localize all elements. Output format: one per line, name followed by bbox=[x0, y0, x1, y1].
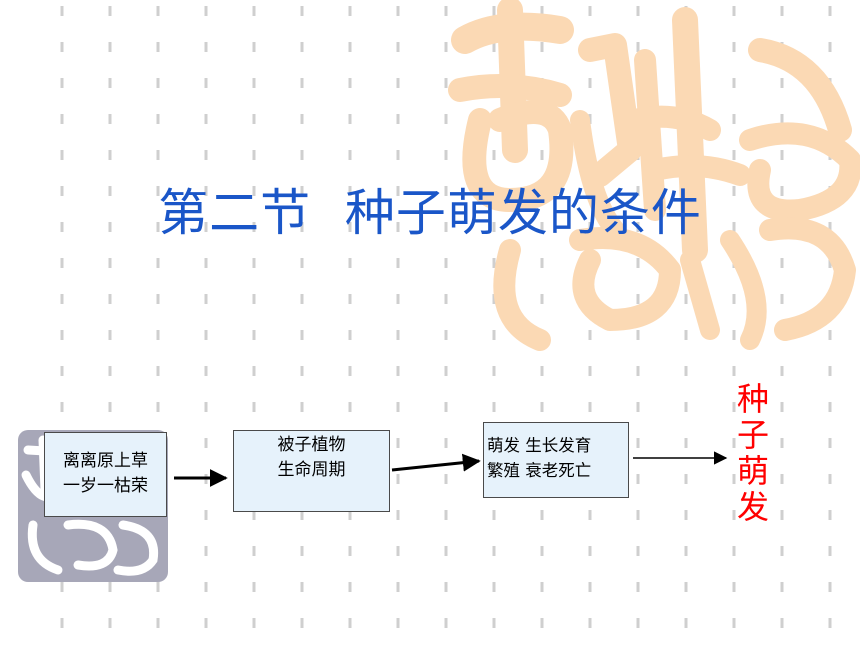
flow-box-poem-line1: 离离原上草 bbox=[63, 451, 148, 471]
flow-box-stages-line1: 萌发 生长发育 bbox=[487, 436, 592, 455]
page-title: 第二节 种子萌发的条件 bbox=[158, 184, 702, 242]
flow-box-poem: 离离原上草 一岁一枯荣 bbox=[44, 432, 167, 517]
topic-char: 萌 bbox=[736, 452, 769, 490]
flow-box-life-cycle-line2: 生命周期 bbox=[277, 460, 346, 480]
topic-char: 发 bbox=[736, 488, 769, 526]
topic-char: 种 bbox=[736, 380, 769, 418]
flow-box-poem-line2: 一岁一枯荣 bbox=[63, 476, 148, 496]
jixiang-seal-icon bbox=[448, 0, 860, 351]
flow-box-stages: 萌发 生长发育 繁殖 衰老死亡 bbox=[483, 422, 629, 498]
arrow-2-icon bbox=[391, 453, 481, 472]
flow-box-stages-line2: 繁殖 衰老死亡 bbox=[487, 461, 592, 480]
topic-char: 子 bbox=[736, 416, 769, 454]
flow-box-life-cycle: 被子植物 生命周期 bbox=[233, 430, 390, 512]
topic-vertical-label: 种 子 萌 发 bbox=[731, 381, 775, 525]
flow-box-life-cycle-line1: 被子植物 bbox=[277, 435, 346, 455]
